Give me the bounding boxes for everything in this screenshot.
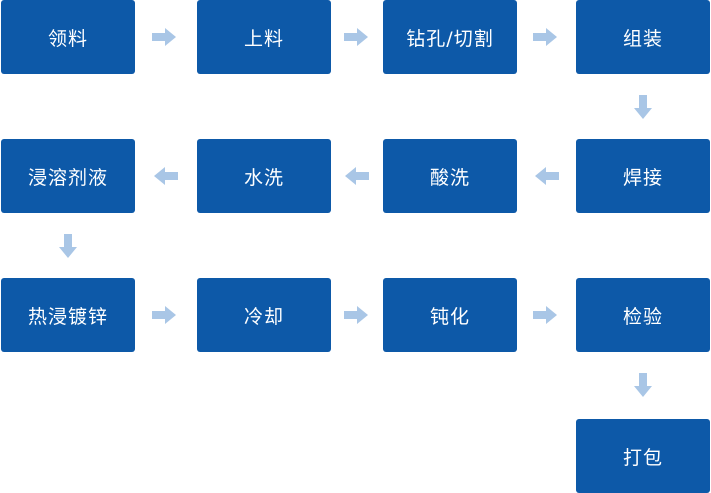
step-label: 水洗	[243, 166, 284, 189]
step-water-wash: 水洗	[197, 139, 331, 213]
arrow-right-icon	[344, 306, 368, 324]
step-lingliao: 领料	[1, 0, 135, 74]
step-label: 钻孔/切割	[406, 27, 494, 50]
arrow-down-icon	[634, 95, 652, 119]
step-shangliao: 上料	[197, 0, 331, 74]
step-label: 组装	[622, 27, 663, 50]
step-label: 打包	[622, 446, 663, 469]
arrow-right-icon	[152, 28, 176, 46]
step-label: 上料	[243, 27, 284, 50]
step-drilling-cutting: 钻孔/切割	[383, 0, 517, 74]
step-label: 浸溶剂液	[27, 166, 108, 189]
step-label: 冷却	[243, 305, 284, 328]
step-cooling: 冷却	[197, 278, 331, 352]
arrow-left-icon	[535, 167, 559, 185]
step-label: 钝化	[429, 305, 470, 328]
step-pickling: 酸洗	[383, 139, 517, 213]
step-label: 领料	[47, 27, 88, 50]
step-packing: 打包	[576, 419, 710, 493]
step-hot-dip-galvanizing: 热浸镀锌	[1, 278, 135, 352]
arrow-right-icon	[533, 28, 557, 46]
arrow-down-icon	[59, 234, 77, 258]
step-label: 酸洗	[429, 166, 470, 189]
arrow-down-icon	[634, 373, 652, 397]
arrow-left-icon	[345, 167, 369, 185]
arrow-right-icon	[344, 28, 368, 46]
arrow-right-icon	[152, 306, 176, 324]
step-inspection: 检验	[576, 278, 710, 352]
arrow-right-icon	[533, 306, 557, 324]
step-assembly: 组装	[576, 0, 710, 74]
step-welding: 焊接	[576, 139, 710, 213]
step-label: 检验	[622, 305, 663, 328]
step-flux-dip: 浸溶剂液	[1, 139, 135, 213]
step-label: 焊接	[622, 166, 663, 189]
step-passivation: 钝化	[383, 278, 517, 352]
step-label: 热浸镀锌	[27, 305, 108, 328]
arrow-left-icon	[154, 167, 178, 185]
